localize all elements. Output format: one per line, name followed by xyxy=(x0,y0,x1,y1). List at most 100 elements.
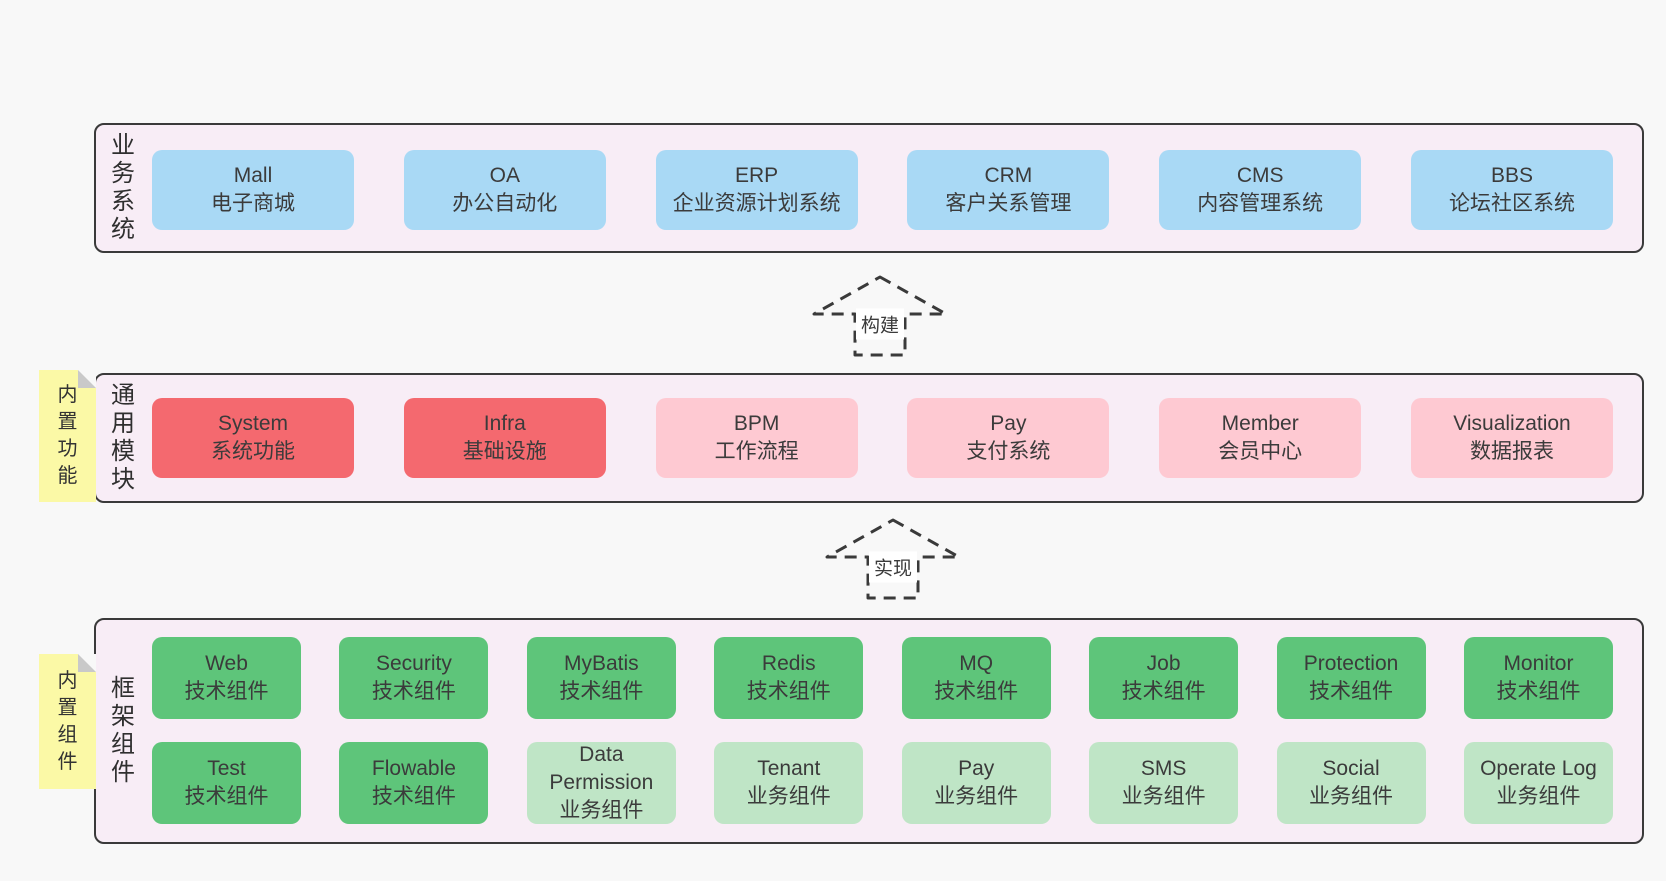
box-flowable: Flowable 技术组件 xyxy=(339,742,489,824)
box-title: MyBatis xyxy=(564,652,639,676)
box-redis: Redis 技术组件 xyxy=(714,637,864,719)
box-title: Pay xyxy=(990,412,1027,436)
box-test: Test 技术组件 xyxy=(152,742,301,824)
box-mq: MQ 技术组件 xyxy=(901,637,1051,719)
components-box-row-1: Web 技术组件 Security 技术组件 MyBatis 技术组件 Redis 技术… xyxy=(152,637,1613,719)
box-erp: ERP 企业资源计划系统 xyxy=(655,150,858,230)
box-title: Mall xyxy=(233,164,273,188)
box-subtitle: 数据报表 xyxy=(1469,440,1554,463)
band-business-systems: 业务系统 Mall 电子商城 OA 办公自动化 ERP 企业资源计划系统 CRM 客户关… xyxy=(94,123,1644,253)
box-title: BPM xyxy=(733,412,780,436)
box-title: OA xyxy=(489,164,520,188)
box-subtitle: 技术组件 xyxy=(371,680,456,703)
box-member: Member 会员中心 xyxy=(1159,398,1362,478)
box-infra: Infra 基础设施 xyxy=(403,398,606,478)
box-title: CRM xyxy=(984,164,1033,188)
modules-box-row: System 系统功能 Infra 基础设施 BPM 工作流程 Pay 支付系统 Mem… xyxy=(152,398,1613,478)
box-title: CMS xyxy=(1236,164,1284,188)
box-title: Operate Log xyxy=(1480,757,1597,781)
box-subtitle: 技术组件 xyxy=(934,680,1019,703)
box-subtitle: 业务组件 xyxy=(1121,785,1206,808)
box-job: Job 技术组件 xyxy=(1089,637,1239,719)
box-title: BBS xyxy=(1490,164,1533,188)
box-title: Social xyxy=(1322,757,1380,781)
box-title: Security xyxy=(375,652,452,676)
box-subtitle: 业务组件 xyxy=(1496,785,1581,808)
box-subtitle: 办公自动化 xyxy=(452,192,558,215)
box-subtitle: 内容管理系统 xyxy=(1197,192,1324,215)
box-subtitle: 技术组件 xyxy=(371,785,456,808)
box-subtitle: 技术组件 xyxy=(184,680,269,703)
arrow-label-build: 构建 xyxy=(855,308,905,340)
box-title: SMS xyxy=(1140,757,1187,781)
box-title: ERP xyxy=(735,164,779,188)
box-title: Monitor xyxy=(1503,652,1574,676)
box-subtitle: 企业资源计划系统 xyxy=(672,192,841,215)
box-subtitle: 技术组件 xyxy=(746,680,831,703)
arrow-label-implement: 实现 xyxy=(868,551,918,583)
box-crm: CRM 客户关系管理 xyxy=(907,150,1110,230)
box-security: Security 技术组件 xyxy=(339,637,489,719)
box-cms: CMS 内容管理系统 xyxy=(1159,150,1362,230)
box-title: Pay xyxy=(958,757,995,781)
box-title: Flowable xyxy=(371,757,456,781)
box-pay-module: Pay 支付系统 xyxy=(907,398,1110,478)
box-subtitle: 技术组件 xyxy=(1309,680,1394,703)
box-title: Tenant xyxy=(757,757,821,781)
sticky-note-text: 内置功能 xyxy=(57,384,78,487)
box-visualization: Visualization 数据报表 xyxy=(1410,398,1613,478)
sticky-note-text: 内置组件 xyxy=(57,669,78,773)
dashed-up-arrow-implement xyxy=(825,518,961,600)
box-bpm: BPM 工作流程 xyxy=(655,398,858,478)
box-subtitle: 论坛社区系统 xyxy=(1448,192,1575,215)
box-subtitle: 工作流程 xyxy=(714,440,799,463)
sticky-note-builtin-components: 内置组件 xyxy=(39,654,96,789)
box-system: System 系统功能 xyxy=(152,398,354,478)
box-title: Test xyxy=(207,757,246,781)
dashed-up-arrow-build xyxy=(812,275,948,357)
box-monitor: Monitor 技术组件 xyxy=(1463,637,1613,719)
box-title: System xyxy=(217,412,288,436)
box-subtitle: 会员中心 xyxy=(1218,440,1303,463)
box-mybatis: MyBatis 技术组件 xyxy=(526,637,676,719)
band-framework-components: 内置组件 框架组件 Web 技术组件 Security 技术组件 MyBatis 技术… xyxy=(39,618,1644,844)
box-subtitle: 技术组件 xyxy=(1496,680,1581,703)
box-pay-component: Pay 业务组件 xyxy=(901,742,1051,824)
box-title: MQ xyxy=(959,652,994,676)
sticky-note-builtin-functions: 内置功能 xyxy=(39,370,96,502)
box-subtitle: 技术组件 xyxy=(1121,680,1206,703)
box-oa: OA 办公自动化 xyxy=(403,150,606,230)
box-subtitle: 业务组件 xyxy=(746,785,831,808)
box-title: Visualization xyxy=(1453,412,1571,436)
band-common-modules: 内置功能 通用模块 System 系统功能 Infra 基础设施 BPM 工作流程 P… xyxy=(39,370,1644,503)
box-title: Member xyxy=(1221,412,1299,436)
box-social: Social 业务组件 xyxy=(1276,742,1426,824)
band-label-business: 业务系统 xyxy=(111,131,135,244)
box-subtitle: 技术组件 xyxy=(559,680,644,703)
box-tenant: Tenant 业务组件 xyxy=(714,742,864,824)
box-subtitle: 业务组件 xyxy=(934,785,1019,808)
business-box-row: Mall 电子商城 OA 办公自动化 ERP 企业资源计划系统 CRM 客户关系管理 C… xyxy=(152,150,1613,230)
band-label-modules: 通用模块 xyxy=(111,381,135,494)
band-label-components: 框架组件 xyxy=(111,674,135,787)
box-subtitle: 电子商城 xyxy=(211,192,295,215)
box-title: Web xyxy=(205,652,248,676)
box-bbs: BBS 论坛社区系统 xyxy=(1410,150,1613,230)
box-subtitle: 系统功能 xyxy=(211,440,295,463)
box-subtitle: 客户关系管理 xyxy=(945,192,1072,215)
box-mall: Mall 电子商城 xyxy=(152,150,354,230)
box-web: Web 技术组件 xyxy=(152,637,301,719)
box-operate-log: Operate Log 业务组件 xyxy=(1463,742,1613,824)
box-title: Redis xyxy=(761,652,816,676)
box-title: Data Permission xyxy=(549,743,654,795)
box-title: Infra xyxy=(483,412,526,436)
box-subtitle: 业务组件 xyxy=(1309,785,1394,808)
box-subtitle: 基础设施 xyxy=(462,440,547,463)
box-subtitle: 支付系统 xyxy=(966,440,1051,463)
box-title: Job xyxy=(1146,652,1181,676)
box-subtitle: 技术组件 xyxy=(184,785,269,808)
